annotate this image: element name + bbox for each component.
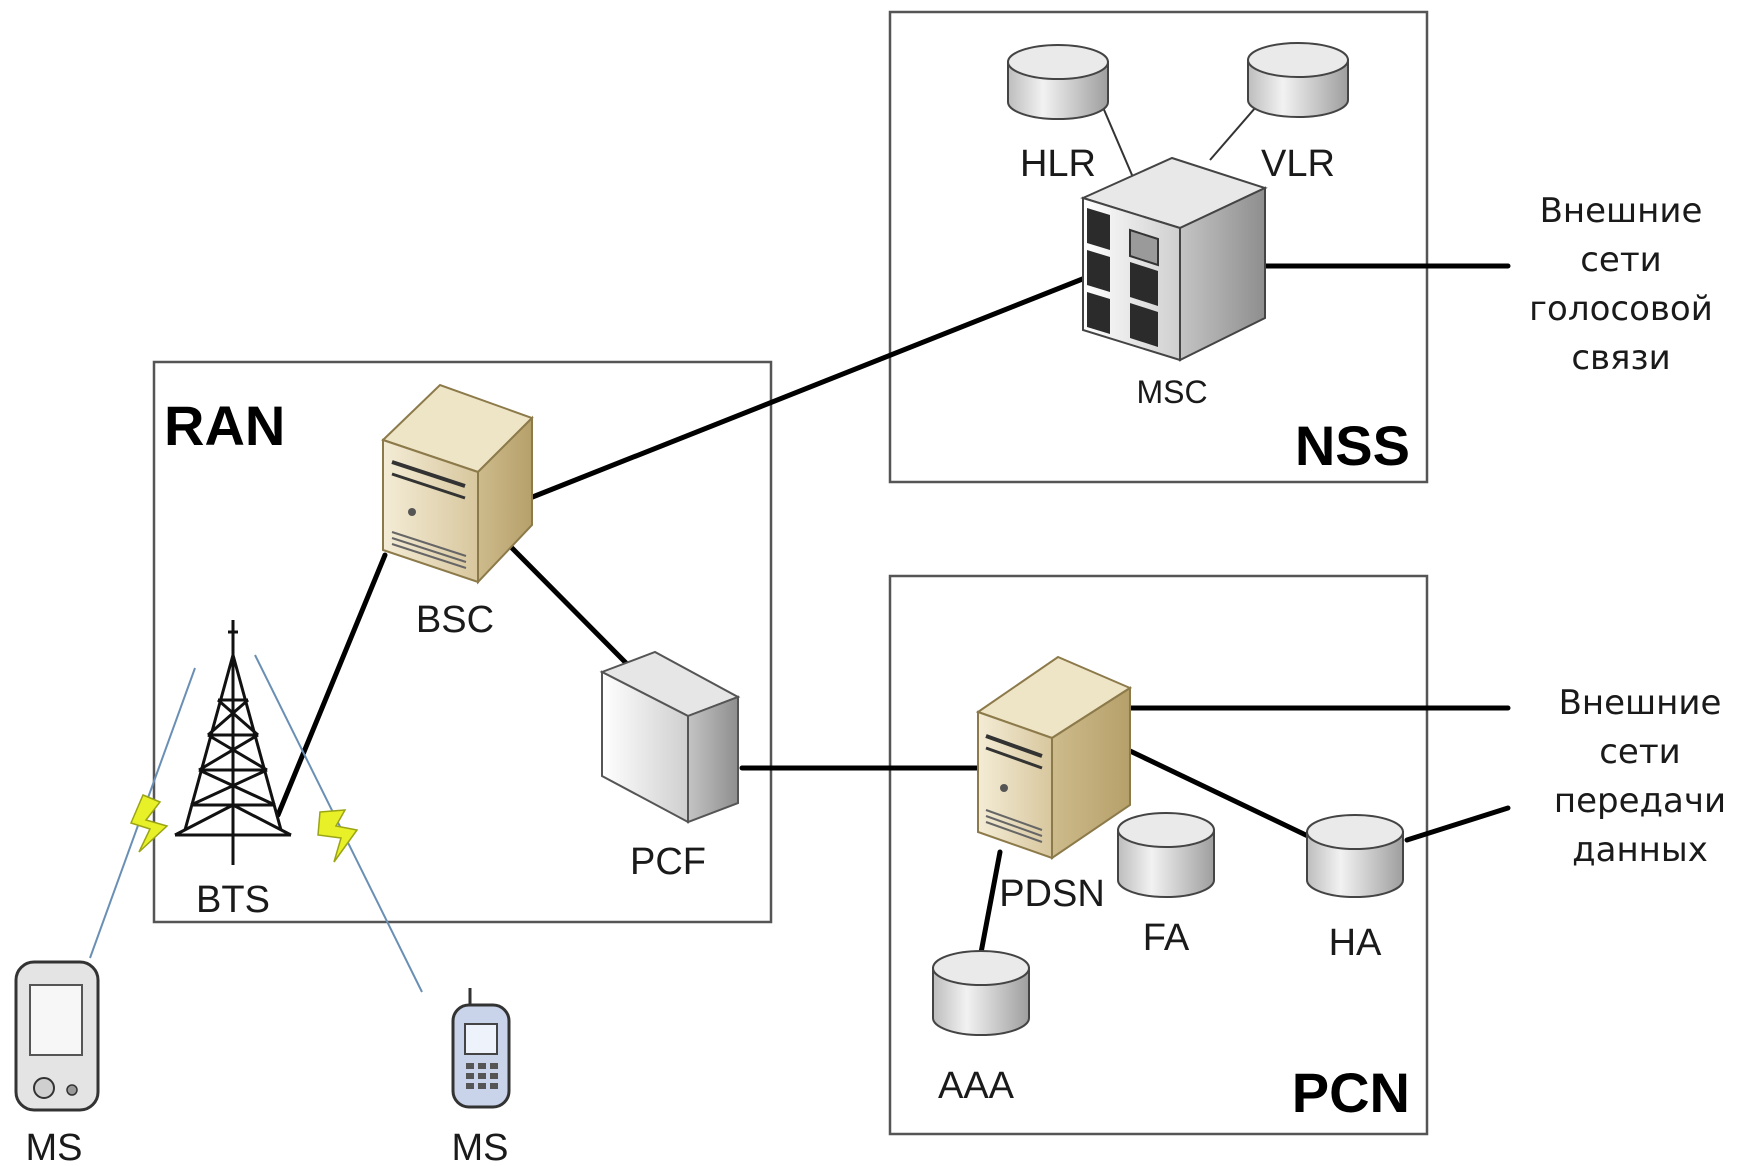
link-pdsn-ha: [1125, 747, 1315, 841]
fa-database-icon: [1117, 812, 1215, 898]
pda-device-icon: [14, 960, 100, 1112]
svg-text:Внешние: Внешние: [1540, 191, 1703, 231]
link-ha-data-networks: [1404, 805, 1511, 843]
hlr-label: HLR: [1020, 143, 1096, 185]
fa-label: FA: [1143, 917, 1190, 959]
mobile-phone-icon: [451, 988, 511, 1109]
lightning-icon: [317, 809, 359, 863]
bsc-label: BSC: [416, 599, 494, 641]
nss-title: NSS: [1295, 414, 1410, 477]
ms-label: MS: [452, 1127, 509, 1166]
lightning-icon: [129, 794, 169, 853]
pcn-title: PCN: [1292, 1061, 1410, 1124]
svg-text:сети: сети: [1599, 732, 1681, 772]
link-bsc-pcf: [509, 545, 631, 668]
aaa-label: AAA: [938, 1065, 1015, 1107]
aaa-database-icon: [932, 950, 1030, 1036]
external-voice-networks-label: Внешние сети голосовой связи: [1529, 191, 1713, 378]
hlr-database-icon: [1007, 44, 1109, 120]
svg-text:Внешние: Внешние: [1559, 683, 1722, 723]
external-data-networks-label: Внешние сети передачи данных: [1554, 683, 1726, 870]
ran-box: [152, 360, 773, 924]
bsc-server-icon: [381, 383, 534, 585]
pcf-label: PCF: [630, 841, 706, 883]
msc-label: MSC: [1136, 374, 1207, 410]
link-bsc-bts: [275, 552, 388, 818]
svg-text:голосовой: голосовой: [1529, 289, 1713, 329]
svg-text:передачи: передачи: [1554, 781, 1726, 821]
radio-link-ms2: [254, 654, 423, 993]
pdsn-label: PDSN: [999, 873, 1105, 915]
link-bsc-msc: [527, 275, 1088, 501]
ha-label: HA: [1329, 922, 1382, 964]
pcf-box-icon: [599, 650, 741, 824]
link-vlr-msc: [1209, 99, 1263, 161]
link-pdsn-aaa: [977, 849, 1003, 961]
ran-title: RAN: [164, 394, 285, 457]
pdsn-server-icon: [975, 655, 1133, 860]
vlr-label: VLR: [1261, 143, 1335, 185]
bts-label: BTS: [196, 879, 270, 921]
svg-text:сети: сети: [1580, 240, 1662, 280]
msc-switch-icon: [1080, 156, 1268, 362]
svg-text:данных: данных: [1572, 830, 1708, 870]
vlr-database-icon: [1247, 42, 1349, 118]
link-hlr-msc: [1101, 104, 1136, 183]
pcn-box: [888, 574, 1429, 1136]
svg-text:связи: связи: [1571, 338, 1670, 378]
ha-database-icon: [1306, 814, 1404, 898]
ms-label: MS: [26, 1127, 83, 1166]
bts-tower-icon: [174, 620, 292, 865]
nss-box: [888, 10, 1429, 484]
